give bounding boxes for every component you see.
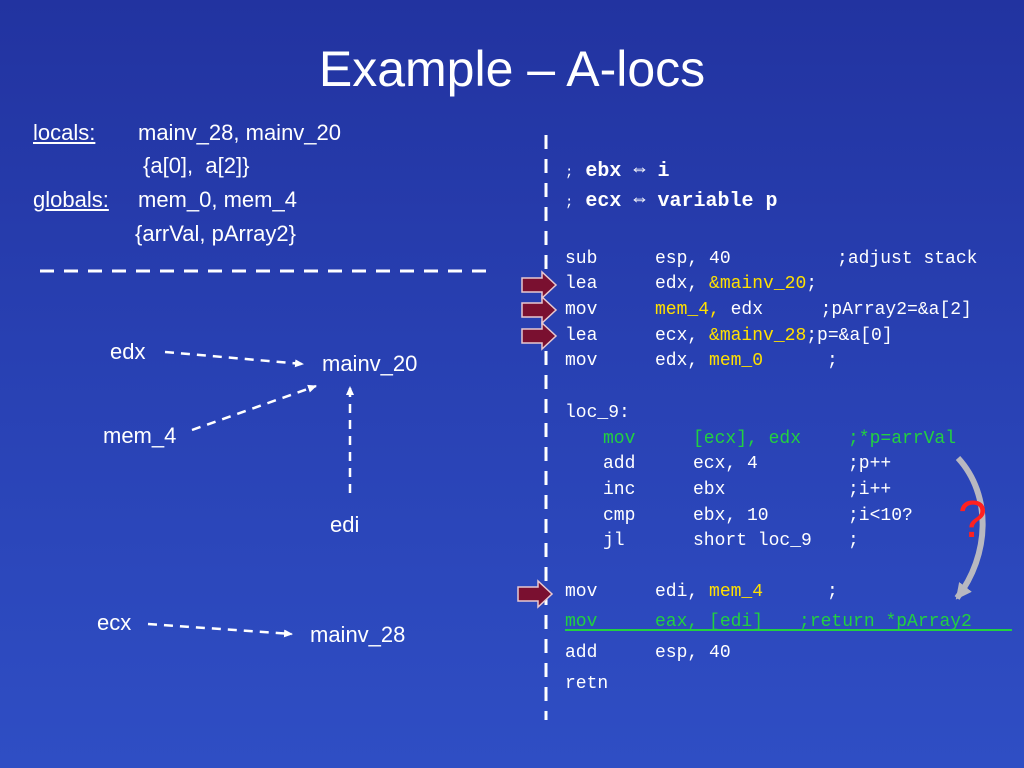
ecx-label: ecx: [97, 610, 132, 635]
loop-label: loc_9:: [565, 403, 630, 423]
locals-arrays: {a[0], a[2]}: [143, 153, 250, 178]
mainv-20-label: mainv_20: [322, 351, 418, 376]
mem-4-label: mem_4: [103, 423, 177, 448]
globals-arrays: {arrVal, pArray2}: [135, 221, 297, 246]
curved-arrow: [954, 455, 986, 600]
marker-arrow-lea-ecx: [521, 321, 558, 351]
marker-arrow-lea-edx: [521, 270, 558, 300]
question-mark: ?: [958, 491, 987, 549]
globals-label: globals:: [33, 187, 109, 212]
mainv-28-label: mainv_28: [310, 622, 406, 647]
marker-arrow-mov-edi: [517, 579, 554, 609]
mem4-arrow: [191, 384, 317, 432]
edi-label: edi: [330, 512, 360, 537]
page-title: Example – A-locs: [318, 41, 706, 97]
marker-arrow-mov-mem4: [521, 295, 558, 325]
comment-ecx-line: ; ecx ⇔ variable p: [565, 190, 778, 213]
loop-line: mov[ecx], edx;*p=arrVal: [603, 429, 957, 449]
tail-line: retn: [565, 674, 609, 694]
ecx-arrow: [147, 622, 293, 638]
globals-value: mem_0, mem_4: [138, 187, 297, 212]
comment-ebx-line: ; ebx ⇔ i: [565, 160, 670, 183]
locals-value: mainv_28, mainv_20: [138, 120, 342, 145]
locals-label: locals:: [33, 120, 96, 145]
edx-label: edx: [110, 339, 146, 364]
edx-arrow: [164, 350, 304, 368]
